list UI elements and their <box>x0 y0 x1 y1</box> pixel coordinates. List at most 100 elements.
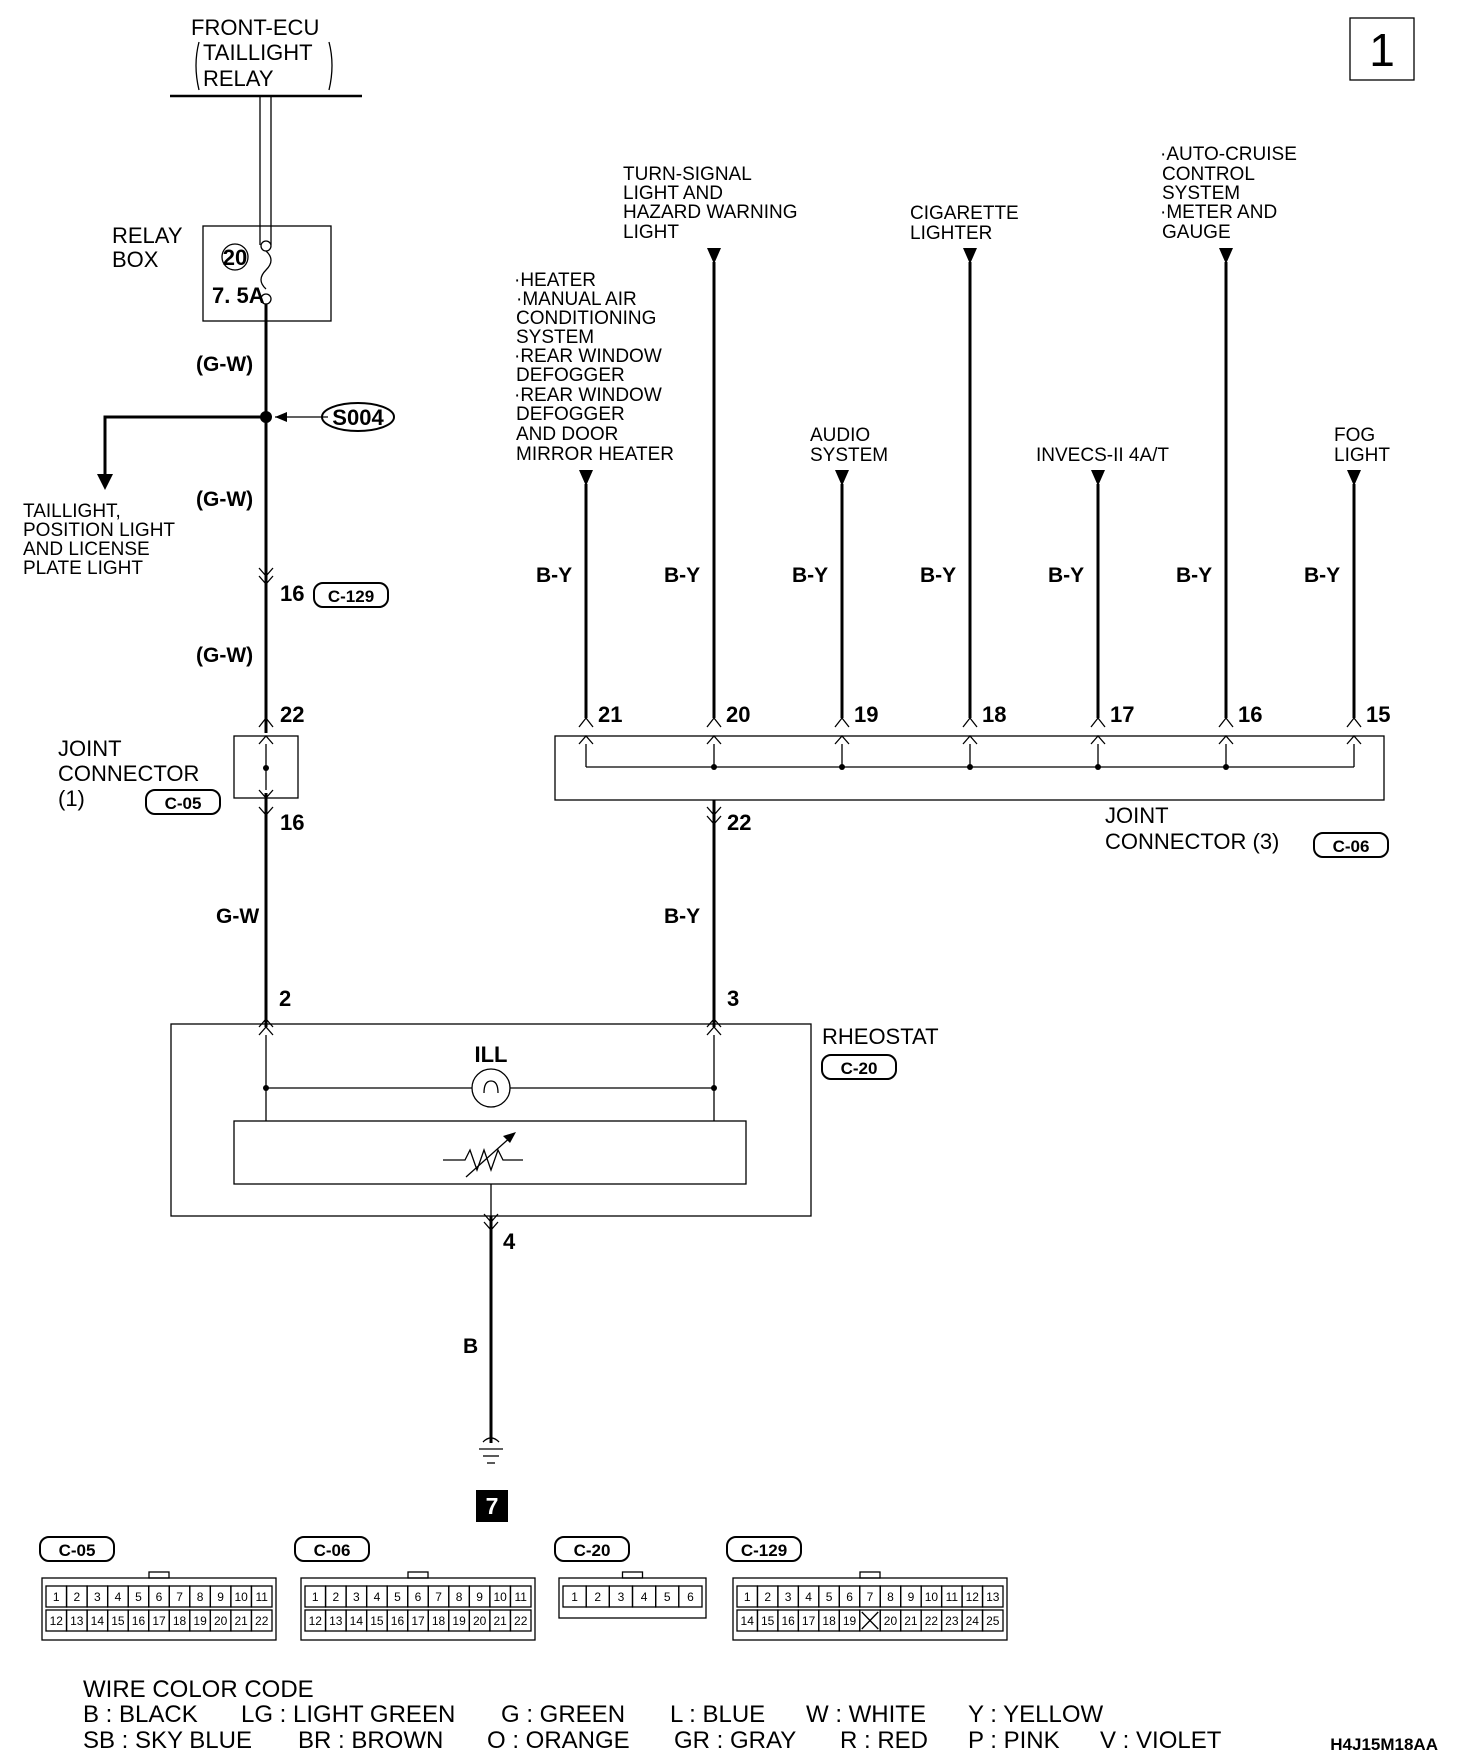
connector-pin: 7 <box>435 1590 442 1604</box>
wire-label-by: B-Y <box>920 564 956 587</box>
joint3-pin: 20 <box>726 702 750 727</box>
connector-pin: 18 <box>432 1614 446 1628</box>
legend-p: P : PINK <box>968 1727 1060 1754</box>
connector-pin: 2 <box>764 1590 771 1604</box>
connector-pin: 9 <box>476 1590 483 1604</box>
turn-line4: LIGHT <box>623 222 679 243</box>
cruise-line1: ·AUTO-CRUISE <box>1160 144 1297 165</box>
connector-pin: 1 <box>312 1590 319 1604</box>
connector-pin: 1 <box>571 1590 578 1604</box>
connector-pin: 11 <box>514 1590 527 1604</box>
by-wire-15: B-Y15 <box>1304 470 1390 767</box>
left-paren <box>195 41 200 91</box>
left-branch-line2: POSITION LIGHT <box>23 520 175 541</box>
fuse-terminal-top <box>260 240 272 252</box>
connector-pin: 18 <box>173 1614 187 1628</box>
connector-face-id: C-06 <box>314 1541 351 1560</box>
destination-audio: AUDIO SYSTEM <box>810 425 888 466</box>
connector-pin: 10 <box>494 1590 508 1604</box>
rheostat-pin-bottom: 4 <box>503 1229 516 1254</box>
connector-pin: 2 <box>594 1590 601 1604</box>
wire-arrow-icon <box>579 470 593 486</box>
joint1-label-3: (1) <box>58 786 85 811</box>
wire-label-by: B-Y <box>792 564 828 587</box>
connector-pin: 21 <box>494 1614 508 1628</box>
destination-cigarette: CIGARETTE LIGHTER <box>910 203 1019 244</box>
connector-pin: 10 <box>925 1590 939 1604</box>
connector-pin: 13 <box>329 1614 343 1628</box>
joint3-pin: 19 <box>854 702 878 727</box>
connector-pin: 15 <box>370 1614 384 1628</box>
legend-y: Y : YELLOW <box>968 1701 1104 1728</box>
turn-line3: HAZARD WARNING <box>623 202 798 223</box>
fuse-rating: 7. 5A <box>212 283 265 308</box>
connector-pin: 22 <box>925 1614 939 1628</box>
joint1-pin-in: 22 <box>280 702 304 727</box>
joint1-id: C-05 <box>165 794 202 813</box>
relay-box-label-1: RELAY <box>112 223 183 248</box>
connector-pin: 14 <box>741 1614 755 1628</box>
connector-pin: 4 <box>805 1590 812 1604</box>
connector-pin: 5 <box>394 1590 401 1604</box>
connector-pin: 12 <box>309 1614 323 1628</box>
splice-id: S004 <box>332 405 384 430</box>
legend-r: R : RED <box>840 1727 928 1754</box>
joint3-label-1: JOINT <box>1105 803 1169 828</box>
heater-line4: SYSTEM <box>516 327 594 348</box>
connector-pin: 6 <box>846 1590 853 1604</box>
connector-pin: 12 <box>966 1590 980 1604</box>
heater-line6: DEFOGGER <box>516 365 625 386</box>
destination-turn-signal: TURN-SIGNAL LIGHT AND HAZARD WARNING LIG… <box>623 164 798 243</box>
connector-pin: 18 <box>822 1614 836 1628</box>
connector-pin: 16 <box>391 1614 405 1628</box>
connector-pin: 11 <box>946 1590 959 1604</box>
joint1-label-1: JOINT <box>58 736 122 761</box>
variable-resistor-icon <box>443 1148 523 1172</box>
wire-arrow-icon <box>1347 470 1361 486</box>
connector-pin: 6 <box>415 1590 422 1604</box>
legend-title: WIRE COLOR CODE <box>83 1676 314 1703</box>
wire-label-by: B-Y <box>1304 564 1340 587</box>
wire-label-by: B-Y <box>664 564 700 587</box>
cruise-line2: CONTROL <box>1162 164 1255 185</box>
connector-face-id: C-20 <box>574 1541 611 1560</box>
connector-pin: 17 <box>411 1614 425 1628</box>
audio-line1: AUDIO <box>810 425 870 446</box>
left-branch-line4: PLATE LIGHT <box>23 558 143 579</box>
wire-label-by: B-Y <box>1048 564 1084 587</box>
front-ecu: FRONT-ECU TAILLIGHT RELAY <box>170 15 362 245</box>
connector-pin: 19 <box>193 1614 207 1628</box>
joint3-pin: 18 <box>982 702 1006 727</box>
legend-l: L : BLUE <box>670 1701 765 1728</box>
connector-pin: 19 <box>843 1614 857 1628</box>
connector-pin: 10 <box>235 1590 249 1604</box>
cig-line1: CIGARETTE <box>910 203 1019 224</box>
connector-pin: 5 <box>135 1590 142 1604</box>
destination-cruise: ·AUTO-CRUISE CONTROL SYSTEM ·METER AND G… <box>1160 144 1297 243</box>
connector-pin: 22 <box>255 1614 269 1628</box>
illumination-lamp-icon <box>471 1068 511 1108</box>
rheostat-label: RHEOSTAT <box>822 1024 939 1049</box>
joint-connector-3: JOINT CONNECTOR (3) C-06 22 <box>554 735 1389 858</box>
left-branch-line1: TAILLIGHT, <box>23 501 121 522</box>
by-wire-17: B-Y17 <box>1048 470 1134 770</box>
legend-g: G : GREEN <box>501 1701 625 1728</box>
cruise-line5: GAUGE <box>1162 222 1231 243</box>
heater-line9: AND DOOR <box>516 424 618 445</box>
fog-line1: FOG <box>1334 425 1375 446</box>
wire-label-by: B-Y <box>536 564 572 587</box>
relay-box-label-2: BOX <box>112 247 159 272</box>
connector-pin: 4 <box>641 1590 648 1604</box>
connector-pin: 14 <box>91 1614 105 1628</box>
connector-pin: 15 <box>111 1614 125 1628</box>
connector-pin: 22 <box>514 1614 528 1628</box>
wire-label-gw-3: (G-W) <box>196 644 253 667</box>
ground-symbol: 7 <box>476 1437 508 1522</box>
wire-arrow-icon <box>963 248 977 264</box>
connector-pin: 3 <box>353 1590 360 1604</box>
connector-pin: 8 <box>887 1590 894 1604</box>
